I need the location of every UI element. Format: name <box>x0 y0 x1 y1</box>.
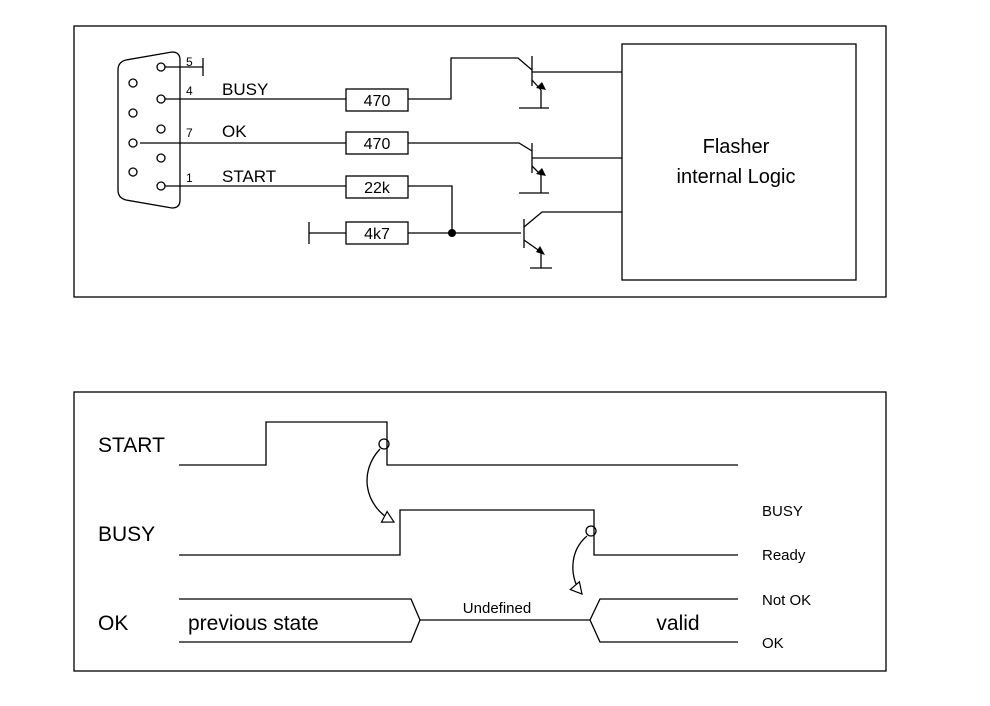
pin-hole-1 <box>156 181 166 191</box>
pin-hole-4 <box>156 94 166 104</box>
pin-label-1: 1 <box>186 171 193 185</box>
pin-hole-6 <box>128 138 138 148</box>
pin-hole-3 <box>156 153 166 163</box>
level-busy-low: Ready <box>762 547 806 564</box>
resistor-start-value: 22k <box>364 180 391 197</box>
pin-hole-8 <box>128 108 138 118</box>
ok-state-valid: valid <box>656 612 699 635</box>
pin-hole-5 <box>156 62 166 72</box>
junction-dot <box>448 229 456 237</box>
signal-label-busy: BUSY <box>222 80 268 99</box>
busy-edge-marker <box>585 525 597 537</box>
logic-title-line2: internal Logic <box>677 166 796 188</box>
ok-state-previous: previous state <box>188 612 319 635</box>
start-to-busy-arrow <box>366 448 394 522</box>
timing-label-start: START <box>98 434 165 457</box>
db9-connector <box>117 51 181 209</box>
busy-line <box>165 57 533 112</box>
start-line <box>165 175 453 233</box>
resistor-ok-value: 470 <box>364 136 391 153</box>
resistor-busy <box>345 88 409 112</box>
resistor-start <box>345 175 409 199</box>
connector-pins <box>128 62 166 191</box>
resistor-pulldown-value: 4k7 <box>364 226 390 243</box>
pin-label-4: 4 <box>186 84 193 98</box>
circuit-diagram: 5 4 7 1 BUSY OK START 470 470 22k 4k7 Fl… <box>73 25 887 298</box>
pin-hole-7 <box>156 124 166 134</box>
pin-hole-2 <box>128 167 138 177</box>
start-waveform <box>179 421 738 466</box>
pin-label-7: 7 <box>186 126 193 140</box>
flasher-logic-box <box>621 43 857 281</box>
circuit-frame <box>73 25 887 298</box>
pin-hole-9 <box>128 78 138 88</box>
level-ok-low: OK <box>762 635 784 652</box>
ok-line <box>140 131 533 155</box>
timing-diagram: START BUSY OK previous state Undefined v… <box>73 391 887 672</box>
pulldown-line <box>308 221 521 245</box>
resistor-busy-value: 470 <box>364 93 391 110</box>
connector-shell <box>117 51 181 209</box>
transistor-busy <box>519 56 622 109</box>
signal-label-ok: OK <box>222 122 247 141</box>
pin-label-5: 5 <box>186 55 193 69</box>
transistor-ok <box>519 143 622 194</box>
pin5-ground <box>165 58 204 76</box>
start-edge-marker <box>378 438 390 450</box>
signal-label-start: START <box>222 167 276 186</box>
timing-label-ok: OK <box>98 612 128 635</box>
busy-to-ok-arrow <box>573 535 588 594</box>
timing-label-busy: BUSY <box>98 523 155 546</box>
transistor-start <box>523 211 622 269</box>
level-ok-high: Not OK <box>762 592 811 609</box>
level-busy-high: BUSY <box>762 503 803 520</box>
busy-waveform <box>179 509 738 556</box>
ok-state-undefined: Undefined <box>463 600 531 617</box>
ok-waveform <box>179 598 738 643</box>
timing-frame <box>73 391 887 672</box>
logic-title-line1: Flasher <box>703 136 770 158</box>
